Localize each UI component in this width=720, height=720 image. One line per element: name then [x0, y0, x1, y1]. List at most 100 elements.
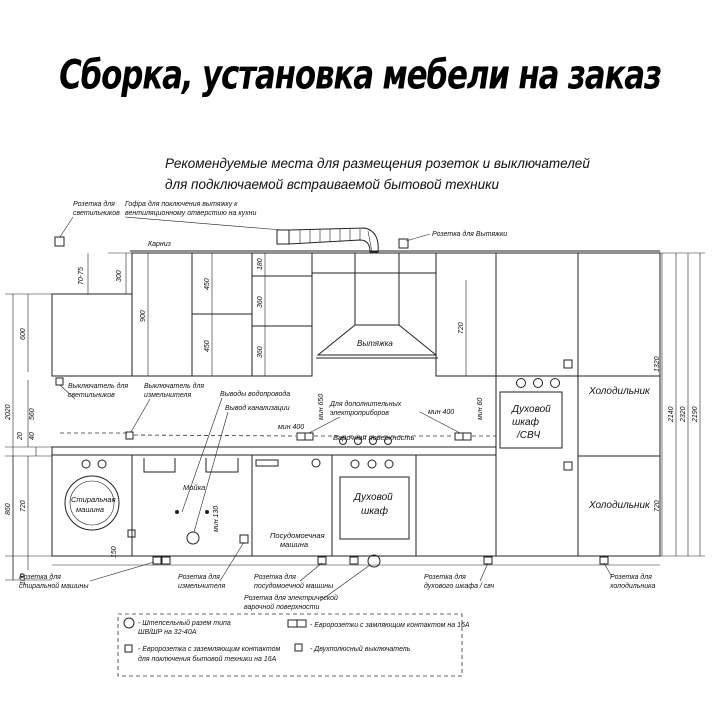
dim-360-b: 360	[257, 346, 264, 358]
dishwasher-label-2: машина	[280, 540, 308, 549]
dim-450-a: 450	[204, 278, 211, 290]
dim-720-a: 720	[458, 322, 465, 334]
label-min650: мин 650	[318, 394, 325, 420]
label-socket-hob-1: Розетка для электрической	[244, 594, 338, 602]
socket-oven-marker	[483, 556, 493, 565]
dim-720-b: 720	[654, 500, 661, 512]
switch-grinder-marker	[125, 431, 134, 440]
label-socket-dishwasher-1: Розетка для	[254, 573, 296, 581]
label-socket-hood: Розетка для Вытяжки	[432, 230, 507, 238]
label-cornice: Карниз	[148, 241, 172, 248]
dim-2140: 2140	[668, 406, 675, 423]
label-min130: мин 130	[213, 506, 220, 532]
dim-20: 20	[17, 432, 24, 441]
legend-item2-line1: - Евророзетка с заземляющим контактом	[138, 646, 280, 653]
washer-door	[64, 475, 120, 531]
hood: Вытяжка	[316, 252, 438, 359]
subtitle-line-2: для подключаемой встраиваемой бытовой те…	[165, 177, 499, 192]
dim-300: 300	[116, 270, 123, 282]
legend-item2-line2: для поключения бытовой техники на 16А	[138, 655, 277, 663]
dishwasher-label-1: Посудомоечная	[270, 531, 325, 540]
dim-2190: 2190	[692, 406, 699, 423]
dim-150: 150	[111, 546, 118, 558]
oven-mw-label-2: шкаф	[512, 416, 540, 428]
legend-plug-icon	[123, 617, 135, 629]
label-switch-grinder-2: измельчителя	[144, 392, 191, 399]
subtitle-line-1: Рекомендуемые места для размещения розет…	[165, 156, 590, 171]
label-socket-grinder-2: измельчителя	[178, 583, 225, 590]
upper-cabinets	[51, 252, 661, 377]
socket-washer-marker	[152, 556, 162, 565]
label-min400-a: мин 400	[278, 424, 304, 431]
dim-40: 40	[29, 432, 36, 440]
legend-item1-line1: - Штепсельный разем типа	[138, 619, 231, 627]
label-socket-oven-2: духового шкафа / свч	[424, 582, 495, 590]
socket-extra-2	[304, 432, 314, 441]
dim-860: 860	[5, 503, 12, 515]
washer-label-2: машина	[76, 505, 104, 514]
label-switch-grinder-1: Выключатель для	[144, 382, 204, 390]
dim-180: 180	[257, 258, 264, 270]
socket-extra-1	[296, 432, 306, 441]
label-socket-grinder-1: Розетка для	[178, 573, 220, 581]
sink-label: Мойка	[183, 483, 205, 492]
socket-fridge-marker	[563, 461, 573, 471]
label-sewer-outlet: Вывод канализации	[225, 404, 290, 412]
dimension-lines	[5, 252, 705, 581]
base-cabinets: Стиральная машина Мойка Посудомоечная ма…	[51, 454, 497, 557]
label-extra-appliances-1: Для дополнительных	[329, 400, 402, 408]
hood-duct	[276, 227, 379, 253]
label-hood-duct-2: вентиляционному отверстию на кухни	[125, 210, 256, 217]
oven-label-2: шкаф	[361, 505, 389, 517]
hood-label: Вытяжка	[357, 339, 393, 348]
dim-560: 560	[29, 408, 36, 420]
legend-item4: - Двухполюсный выключатель	[310, 645, 411, 653]
hob-label: Варочная поверхность	[333, 433, 415, 442]
label-socket-dishwasher-2: посудомоечной машины	[254, 582, 334, 590]
label-water-outlets: Выводы водопровода	[220, 390, 290, 398]
socket-grinder-marker	[239, 534, 249, 544]
oven-mw-label-1: Духовой	[511, 404, 551, 415]
washer-label-1: Стиральная	[71, 495, 116, 504]
label-switch-light-2: светильников	[68, 392, 115, 399]
label-extra-appliances-2: электроприборов	[330, 409, 389, 417]
oven-mw-column: Духовой шкаф /СВЧ	[495, 359, 579, 557]
legend-item3: - Евророзетки с замляющим контактом на 1…	[310, 622, 470, 629]
dim-70-75: 70-75	[78, 267, 85, 285]
legend-switch-icon	[294, 643, 303, 652]
page-header: Сборка, установка мебели на заказ	[59, 52, 662, 99]
dim-600: 600	[20, 328, 27, 340]
switch-light-marker	[55, 377, 64, 386]
label-socket-oven-1: Розетка для	[424, 573, 466, 581]
socket-hood-marker	[398, 238, 409, 249]
fridge-bottom-label: Холодильник	[588, 500, 651, 511]
label-socket-fridge-2: холодильника	[609, 582, 655, 590]
label-socket-light-2: светильников	[73, 210, 120, 217]
socket-hob-marker	[367, 554, 381, 568]
dim-1320: 1320	[654, 356, 661, 372]
label-min60: мин 60	[477, 398, 484, 420]
socket-light-marker	[54, 236, 65, 247]
dim-900: 900	[140, 310, 147, 322]
socket-extra-3	[454, 432, 464, 441]
socket-extra-4	[462, 432, 472, 441]
dim-2320: 2320	[680, 406, 687, 423]
countertop	[51, 446, 497, 456]
label-socket-fridge-1: Розетка для	[610, 573, 652, 581]
socket-oven-mw-marker	[563, 359, 573, 369]
fridge-top-label: Холодильник	[588, 386, 651, 397]
label-socket-washer-2: стиральной машины	[19, 582, 89, 590]
dim-360-a: 360	[257, 296, 264, 308]
legend-euro-socket-icon	[124, 644, 133, 653]
legend: - Штепсельный разем типа ШВ/ШР на 32-40А…	[117, 613, 470, 677]
fridge-column: Холодильник Холодильник	[577, 375, 661, 557]
dim-450-b: 450	[204, 340, 211, 352]
dim-100: 100	[20, 573, 27, 585]
oven-mw-label-3: /СВЧ	[516, 430, 540, 441]
dim-720-c: 720	[20, 500, 27, 512]
label-min400-b: мин 400	[428, 409, 454, 416]
label-hood-duct-1: Гофра для поключения вытяжку к	[125, 200, 238, 208]
legend-item1-line2: ШВ/ШР на 32-40А	[138, 629, 197, 636]
label-switch-light-1: Выключатель для	[68, 382, 128, 390]
